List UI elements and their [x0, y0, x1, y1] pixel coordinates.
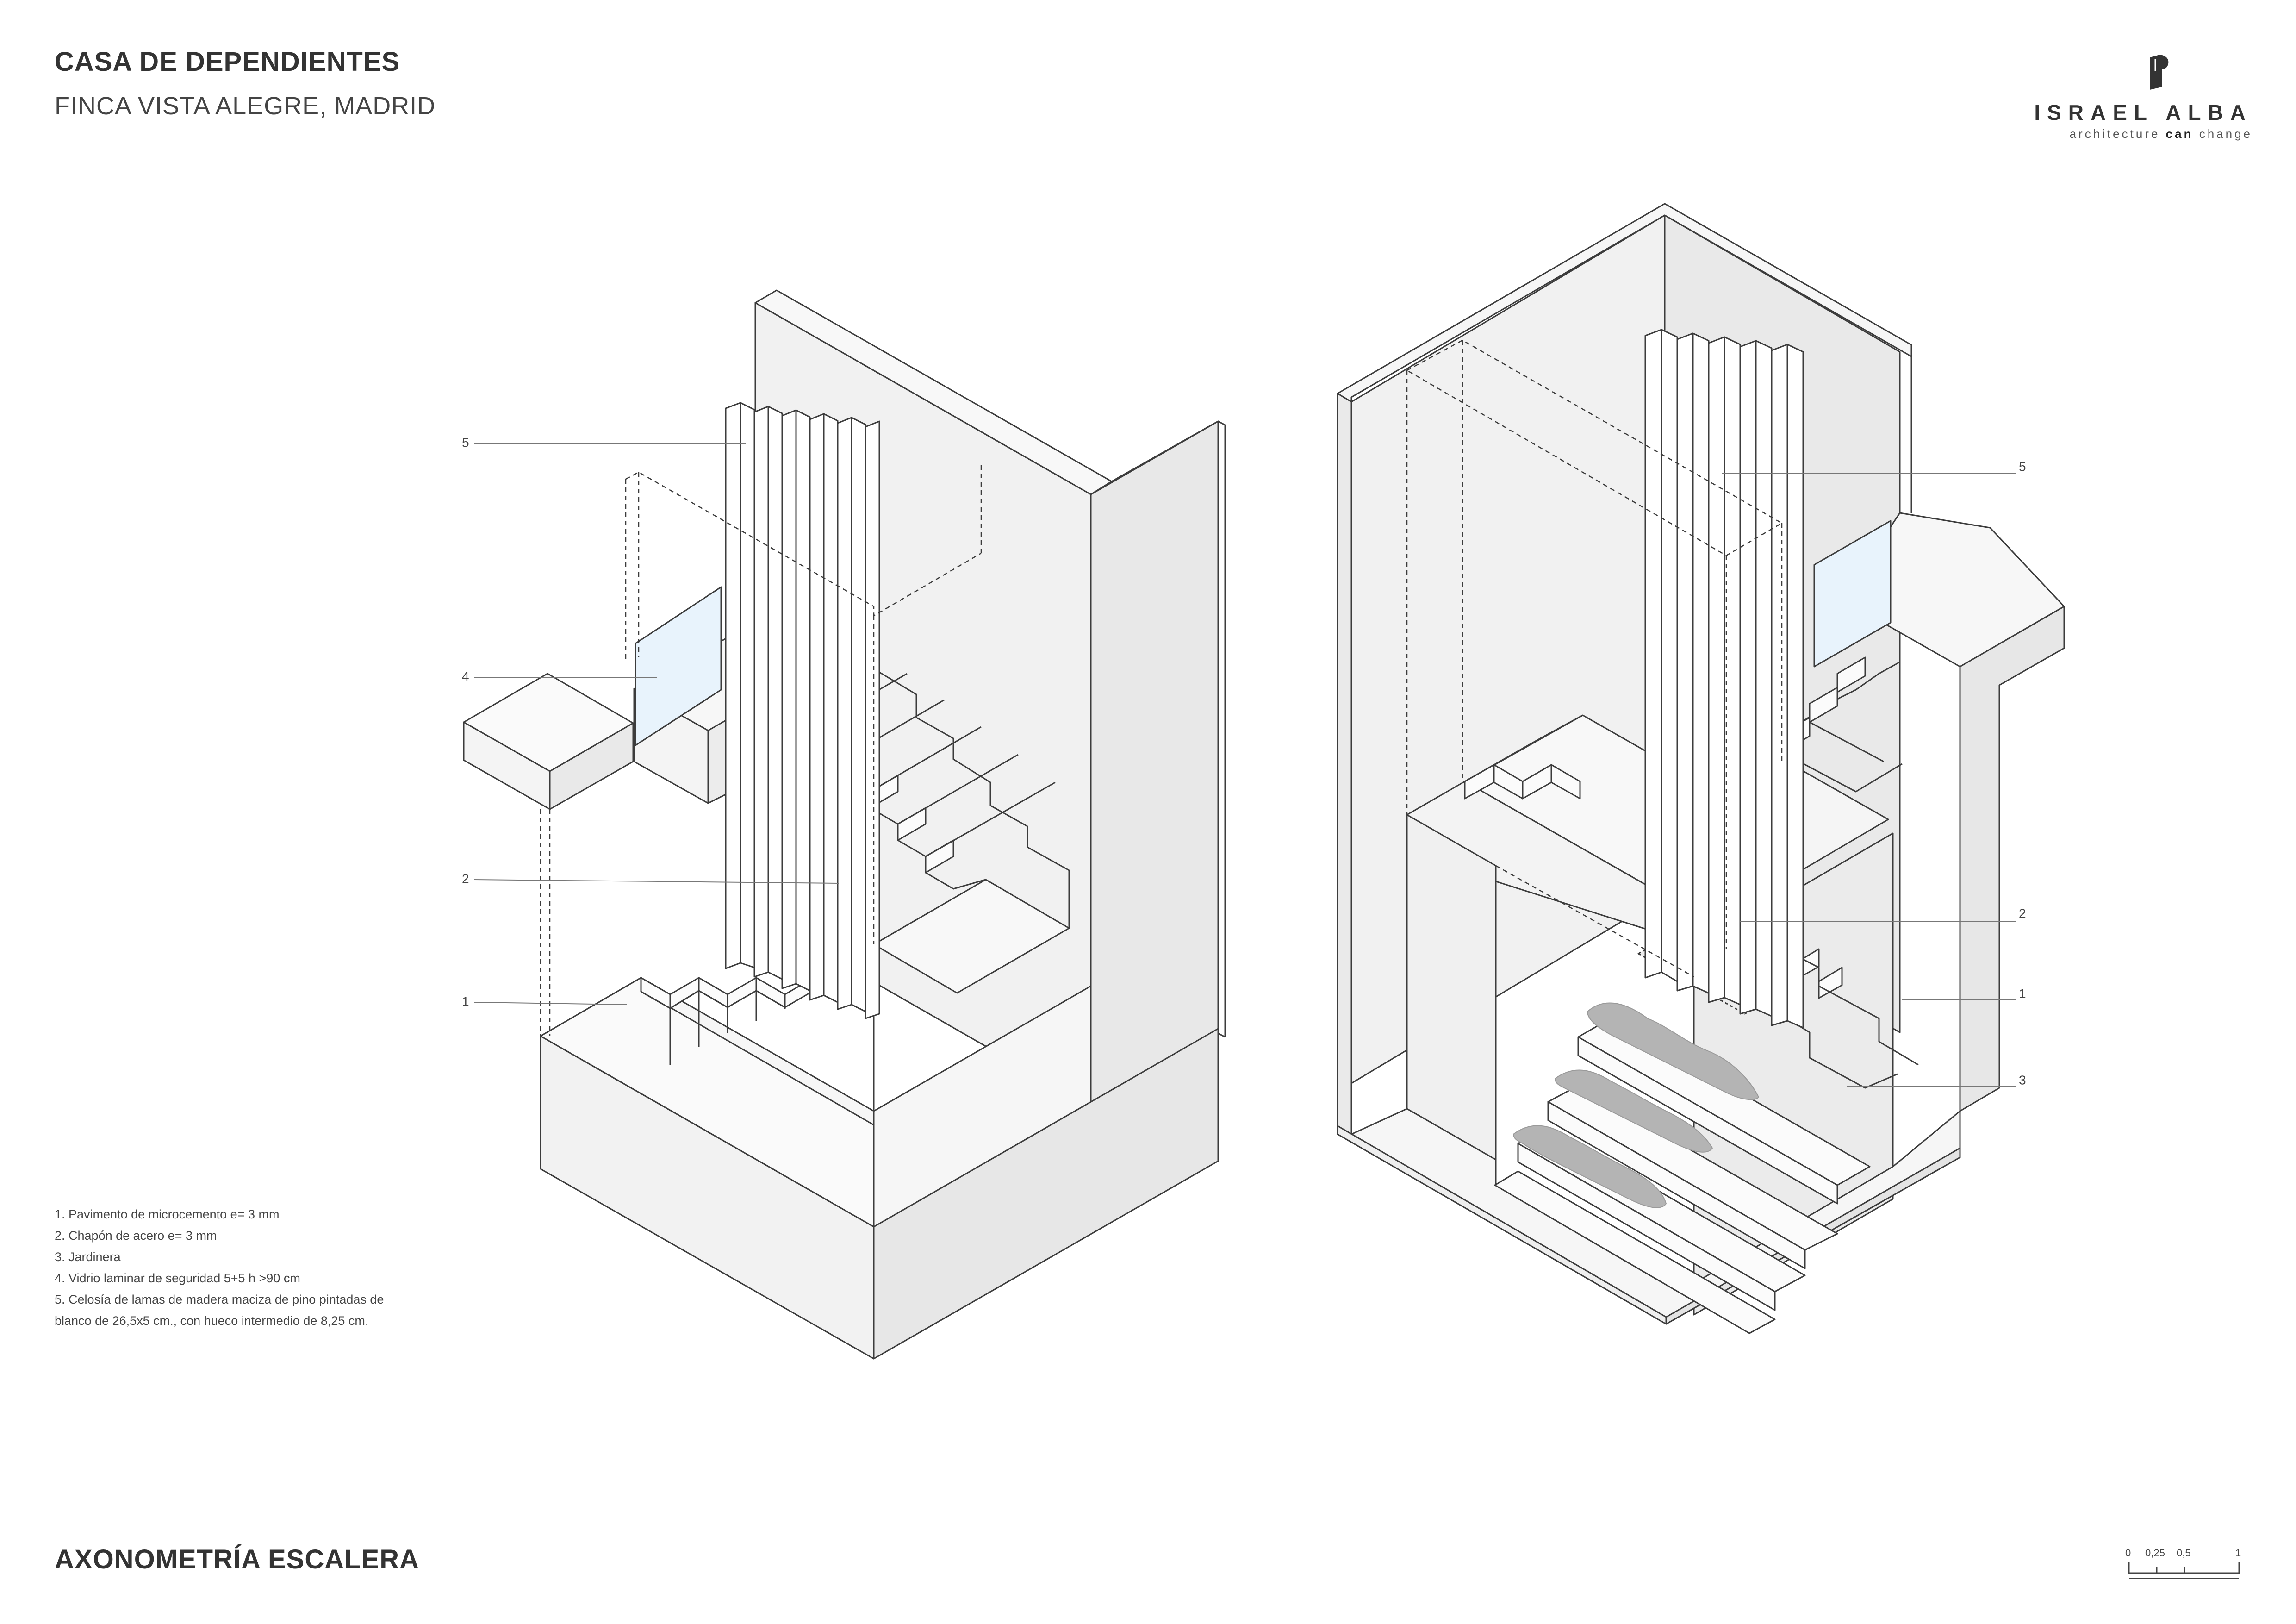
left-callout-2: 2 — [462, 871, 469, 886]
left-base-right-face — [873, 1028, 1219, 1360]
logo-tagline: architecture can change — [2069, 127, 2252, 141]
left-side-wall-face — [1090, 420, 1219, 1107]
right-axonometry — [1337, 203, 2065, 1334]
scale-label-0-25: 0,25 — [2145, 1547, 2165, 1559]
architect-mark-icon — [2150, 55, 2169, 90]
left-wood-lattice — [725, 402, 880, 1019]
left-axonometry — [463, 289, 1226, 1360]
right-outer-wall-left — [1337, 393, 1352, 1135]
right-back-wall-left — [1350, 214, 1666, 1084]
drawing-title: CASA DE DEPENDIENTES — [55, 47, 400, 77]
right-platform-face — [1959, 606, 2065, 1112]
right-callout-5: 5 — [2019, 459, 2026, 474]
right-planters — [1513, 1002, 1759, 1208]
right-callout-2: 2 — [2019, 906, 2026, 920]
right-glass-balustrade — [1813, 520, 1892, 668]
scale-label-0-5: 0,5 — [2177, 1547, 2191, 1559]
left-callout-5: 5 — [462, 435, 469, 450]
left-dashed-volume — [540, 463, 982, 1036]
drawing-subtitle: FINCA VISTA ALEGRE, MADRID — [55, 92, 436, 120]
right-callout-3: 3 — [2019, 1073, 2026, 1087]
right-callouts — [1722, 473, 2016, 1087]
left-callout-1: 1 — [462, 994, 469, 1008]
right-upper-steps — [1464, 764, 1581, 800]
legend-item-2: 2. Chapón de acero e= 3 mm — [55, 1229, 217, 1243]
right-wood-lattice — [1644, 329, 1804, 1029]
sheet-title: AXONOMETRÍA ESCALERA — [55, 1544, 419, 1574]
right-dashed-volume — [1406, 339, 1783, 978]
scale-bar: 0 0,25 0,5 1 — [2125, 1547, 2241, 1579]
right-callout-1: 1 — [2019, 986, 2026, 1000]
right-lower-enclosure-left — [1406, 814, 1497, 1161]
left-cantilever-side — [549, 722, 634, 810]
materials-legend: 1. Pavimento de microcemento e= 3 mm 2. … — [55, 1204, 388, 1331]
legend-item-5: 5. Celosía de lamas de madera maciza de … — [55, 1293, 384, 1328]
scale-label-0: 0 — [2125, 1547, 2131, 1559]
scale-label-1: 1 — [2235, 1547, 2241, 1559]
left-glass-balustrade — [635, 586, 722, 746]
right-planter-steps — [1494, 1018, 1871, 1334]
left-callouts — [474, 443, 839, 1005]
legend-item-1: 1. Pavimento de microcemento e= 3 mm — [55, 1207, 280, 1221]
legend-item-4: 4. Vidrio laminar de seguridad 5+5 h >90… — [55, 1271, 300, 1285]
left-callout-4: 4 — [462, 669, 469, 683]
logo-name: ISRAEL ALBA — [2034, 100, 2252, 125]
legend-item-3: 3. Jardinera — [55, 1250, 121, 1264]
